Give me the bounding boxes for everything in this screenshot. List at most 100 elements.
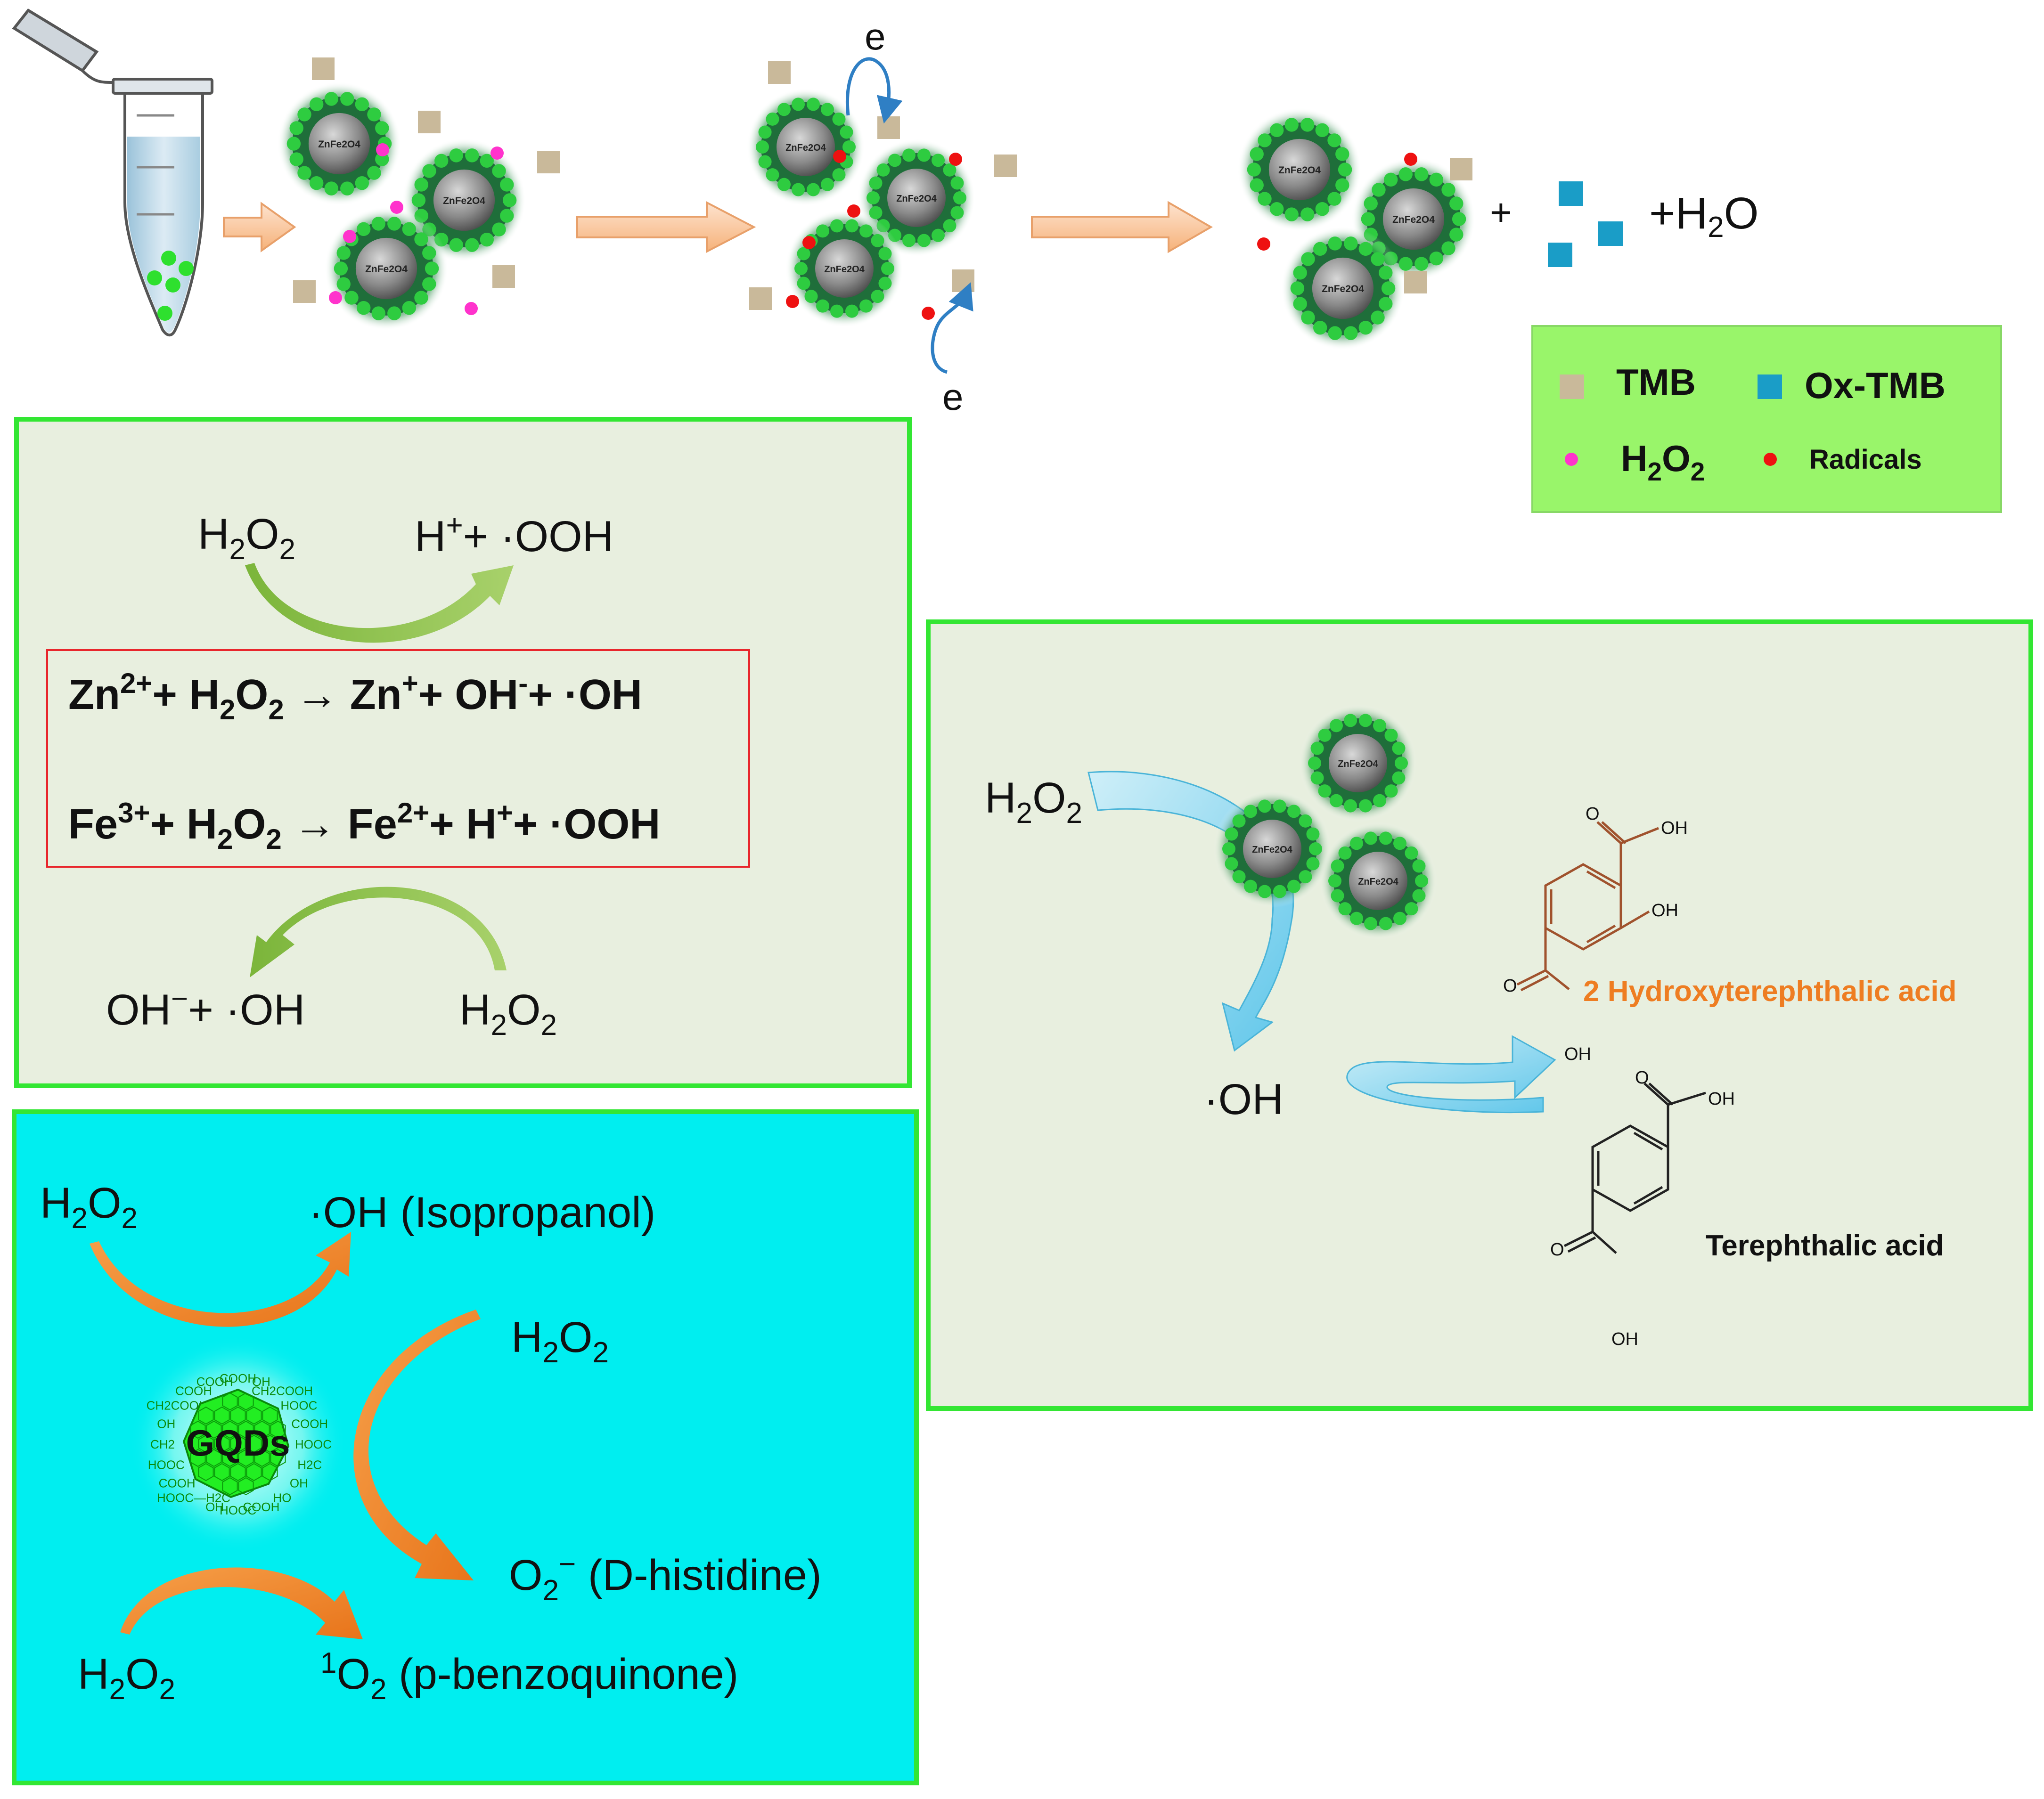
ligand-dot: [1414, 257, 1429, 271]
ligand-dot: [1344, 236, 1358, 251]
svg-text:OH: OH: [1652, 901, 1678, 920]
ligand-dot: [806, 98, 820, 111]
ligand-dot: [1335, 147, 1349, 161]
ligand-dot: [1358, 320, 1373, 335]
ligand-dot: [422, 164, 436, 178]
ligand-dot: [1379, 266, 1393, 280]
ligand-dot: [1327, 133, 1341, 147]
particle-cluster-3: ZnFe2O4 ZnFe2O4 ZnFe2O4: [1237, 107, 1476, 350]
ligand-dot: [344, 291, 359, 305]
znfe2o4-particle: ZnFe2O4: [1213, 790, 1331, 908]
ligand-dot: [1287, 805, 1300, 818]
ligand-dot: [794, 262, 808, 275]
ligand-dot: [310, 97, 324, 112]
orange-arrow-1: [90, 1232, 351, 1327]
graphene-hexagon: [270, 1420, 286, 1439]
mech-product-top: H++ ·OOH: [415, 509, 613, 561]
ligand-dot: [1247, 163, 1261, 177]
svg-text:OH: OH: [1661, 818, 1688, 838]
ligand-dot: [1284, 118, 1299, 132]
graphene-hexagon: [254, 1420, 270, 1439]
ligand-dot: [1299, 814, 1312, 828]
ligand-dot: [953, 191, 966, 204]
ligand-dot: [1299, 870, 1312, 884]
graphene-hexagon: [238, 1420, 254, 1439]
ligand-dot: [1287, 879, 1300, 893]
ligand-dot: [375, 121, 389, 135]
ligand-dot: [367, 107, 381, 122]
ligand-dot: [859, 224, 873, 238]
ligand-dot: [1441, 183, 1455, 197]
graphene-hexagon: [238, 1392, 254, 1411]
ligand-dot: [480, 232, 494, 247]
gqd-h2o2-2: H2O2: [511, 1313, 609, 1369]
graphene-hexagon: [198, 1463, 214, 1482]
mech-h2o2-top: H2O2: [198, 510, 295, 566]
ligand-dot: [402, 301, 416, 315]
ligand-dot: [1441, 241, 1455, 255]
ligand-dot: [324, 92, 338, 106]
ligand-dot: [1258, 799, 1272, 813]
graphene-hexagon: [198, 1406, 214, 1425]
ligand-dot: [777, 103, 791, 116]
ligand-dot: [845, 219, 858, 233]
h2o2-markers: [329, 143, 504, 315]
ligand-dot: [289, 121, 303, 135]
particle-label: ZnFe2O4: [318, 139, 360, 150]
ligand-dot: [1258, 192, 1272, 206]
hydroxyterephthalic-label: 2 Hydroxyterephthalic acid: [1583, 975, 1957, 1008]
ligand-dot: [1318, 728, 1332, 742]
ligand-dot: [845, 304, 858, 318]
ligand-dot: [422, 246, 436, 260]
ligand-dot: [492, 164, 506, 178]
ligand-dot: [340, 181, 354, 195]
step-arrow-3: [1031, 201, 1213, 253]
gqd-edge-group: COOH: [196, 1375, 233, 1389]
ligand-dot: [1222, 842, 1235, 855]
particle-label: ZnFe2O4: [1392, 214, 1435, 225]
ligand-dot: [1300, 118, 1315, 132]
particle-label: ZnFe2O4: [896, 194, 937, 204]
gqd-singlet-scavenger: 1O2 (p-benzoquinone): [320, 1647, 738, 1706]
ligand-dot: [797, 277, 810, 290]
graphene-hexagon: [230, 1434, 246, 1453]
ligand-dot: [1335, 178, 1349, 192]
ligand-dot: [334, 261, 348, 276]
hydroxyterephthalic-structure: [1516, 821, 1659, 992]
ligand-dot: [756, 140, 769, 154]
znfe2o4-particle: ZnFe2O4: [747, 88, 865, 206]
legend-ox-tmb-label: Ox-TMB: [1805, 365, 1946, 406]
ligand-dot: [1313, 242, 1327, 256]
ligand-dot: [1392, 741, 1406, 755]
ligand-dot: [500, 209, 514, 223]
ligand-dot: [917, 148, 931, 162]
ligand-dot: [950, 206, 964, 220]
legend-radicals-label: Radicals: [1809, 444, 1922, 475]
ligand-dot: [1398, 167, 1413, 181]
ligand-dot: [422, 277, 436, 291]
gqd-edge-group: OH: [252, 1375, 270, 1389]
tmb-markers: [293, 57, 1472, 310]
ligand-dot: [1364, 831, 1378, 845]
gqd-edge-groups: COOHOHCH2COOHHOOCCOOHHOOCH2COHHOCOOHHOOC…: [147, 1371, 332, 1517]
ligand-dot: [902, 148, 916, 162]
svg-text:OH: OH: [1708, 1089, 1735, 1109]
ligand-dot: [1315, 202, 1329, 216]
svg-text:OH: OH: [1611, 1329, 1638, 1349]
gqd-edge-group: COOH: [159, 1476, 196, 1490]
ligand-dot: [1310, 741, 1324, 755]
ligand-dot: [830, 304, 844, 318]
ligand-dot: [1273, 885, 1286, 898]
radical-markers: [786, 150, 1417, 320]
ligand-dot: [286, 137, 301, 151]
ligand-dot: [1244, 879, 1257, 893]
ligand-dot: [1250, 147, 1264, 161]
znfe2o4-particle: ZnFe2O4: [1281, 226, 1405, 350]
ligand-dot: [1412, 859, 1426, 873]
graphene-hexagon: [222, 1449, 238, 1467]
mechanism-panel: H2O2 H++ ·OOH Zn2++ H2O2 → Zn++ OH-+ ·OH…: [14, 417, 912, 1088]
gqd-h2o2-1: H2O2: [40, 1179, 138, 1235]
ligand-dot: [1338, 902, 1352, 916]
legend-tmb-swatch: [1560, 374, 1584, 399]
